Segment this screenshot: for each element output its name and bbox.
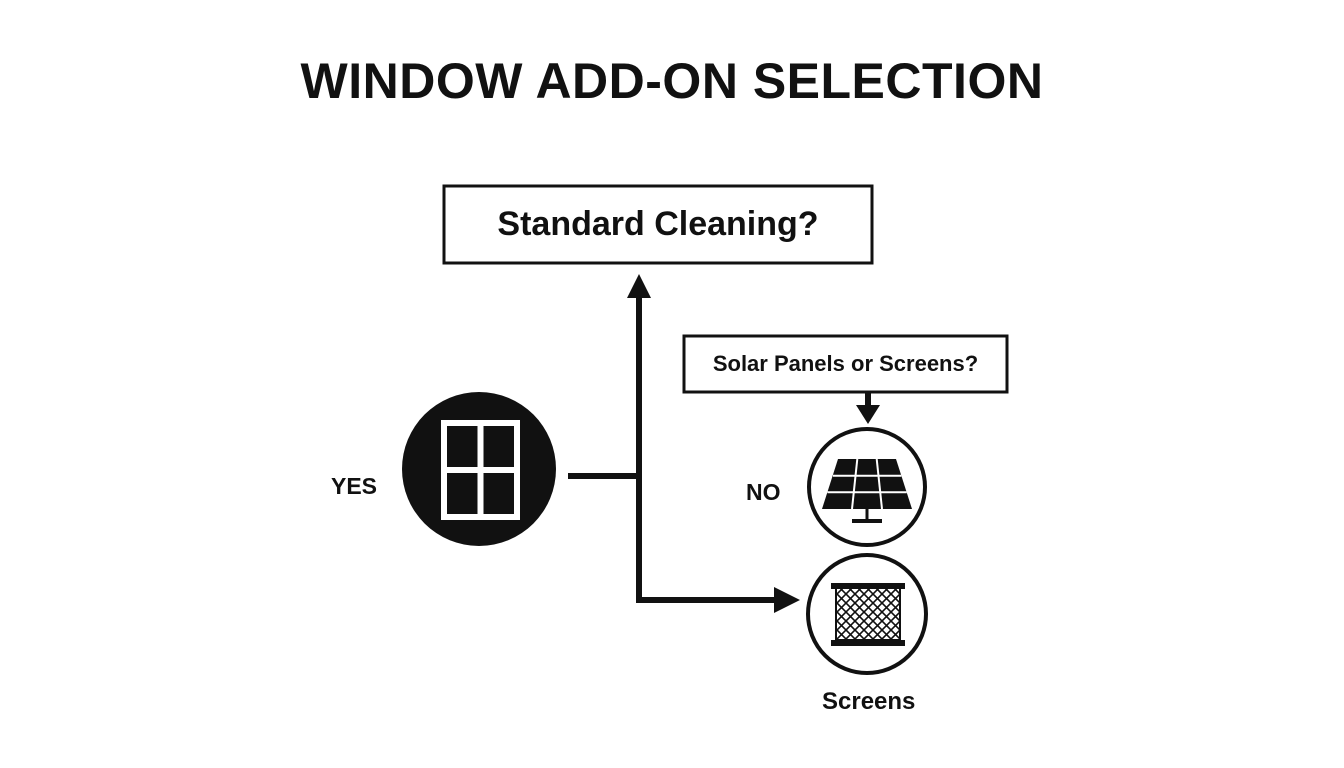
screen-mesh-icon: [806, 553, 928, 675]
diagram-title: WINDOW ADD-ON SELECTION: [300, 53, 1044, 109]
arrow-right-to-screens: [774, 587, 800, 613]
screens-label: Screens: [822, 688, 916, 715]
yes-label: YES: [331, 473, 378, 499]
solar-panel-icon: [807, 427, 927, 547]
solar-or-screens-label: Solar Panels or Screens?: [712, 351, 979, 376]
standard-cleaning-label: Standard Cleaning?: [497, 205, 819, 243]
solar-or-screens-box: [682, 334, 1009, 394]
standard-cleaning-box: [442, 184, 874, 265]
window-icon: [402, 392, 556, 546]
flow-connectors: [568, 296, 871, 603]
arrow-down-to-solar: [856, 405, 880, 424]
arrow-up-to-standard-cleaning: [627, 274, 651, 298]
no-label: NO: [746, 479, 781, 505]
